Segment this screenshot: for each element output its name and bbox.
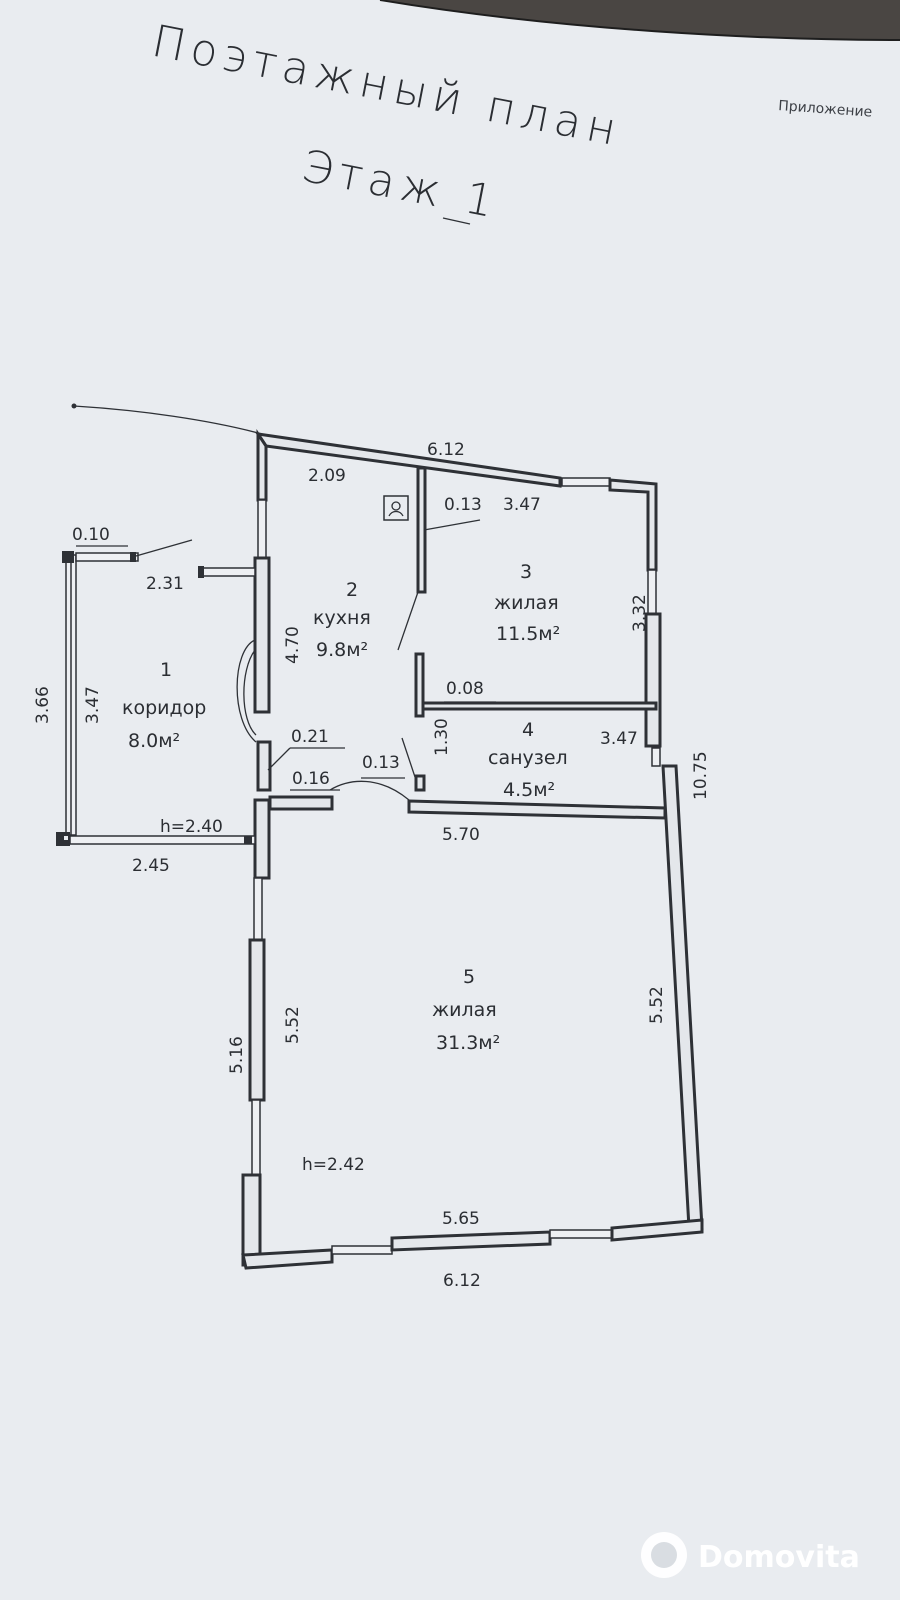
- north-leader: [73, 405, 263, 435]
- room-1-number: 1: [160, 659, 172, 681]
- room-3-name: жилая: [494, 592, 559, 614]
- dim-corridor-inner: 3.47: [83, 686, 103, 724]
- room-4-area: 4.5м²: [503, 779, 555, 801]
- dim-room3-right: 3.32: [630, 594, 650, 632]
- stove-icon: [383, 495, 409, 521]
- dim-partition-013: 0.13: [444, 495, 482, 515]
- dim-partition-008: 0.08: [446, 679, 484, 699]
- dim-wall-016: 0.16: [292, 769, 330, 789]
- dim-room5-left-outer: 5.16: [227, 1036, 247, 1074]
- dim-room5-height: h=2.42: [302, 1155, 365, 1175]
- room-3-area: 11.5м²: [496, 623, 560, 645]
- room-5-name: жилая: [432, 999, 497, 1021]
- room-2-name: кухня: [313, 607, 371, 629]
- dim-right-total: 10.75: [691, 751, 711, 800]
- dim-wall-013: 0.13: [362, 753, 400, 773]
- dimension-leaders: [76, 519, 496, 791]
- room-5-number: 5: [463, 966, 475, 988]
- dim-kitchen-left: 4.70: [283, 626, 303, 664]
- dim-corridor-bottom: 2.45: [132, 856, 170, 876]
- dim-corridor-010: 0.10: [72, 525, 110, 545]
- dim-bath-height: 1.30: [432, 718, 452, 756]
- corridor-annex: [56, 539, 256, 846]
- room-1-area: 8.0м²: [128, 730, 180, 752]
- dim-bath-right: 3.47: [600, 729, 638, 749]
- room-4-number: 4: [522, 719, 534, 741]
- dim-wall-021: 0.21: [291, 727, 329, 747]
- dim-corridor-height: h=2.40: [160, 817, 223, 837]
- room-2-area: 9.8м²: [316, 639, 368, 661]
- dim-room5-left-inner: 5.52: [283, 1006, 303, 1044]
- room-4-name: санузел: [488, 747, 568, 769]
- room-5-area: 31.3м²: [436, 1032, 500, 1054]
- room-2-number: 2: [346, 579, 358, 601]
- dim-corridor-outer: 3.66: [33, 686, 53, 724]
- table-edge: [380, 0, 900, 40]
- interior-walls: [236, 466, 667, 820]
- dim-room5-right: 5.52: [647, 986, 667, 1024]
- dim-room3-top: 3.47: [503, 495, 541, 515]
- dim-bottom-total: 6.12: [443, 1271, 481, 1291]
- room-3-number: 3: [520, 561, 532, 583]
- dim-corridor-top: 2.31: [146, 574, 184, 594]
- domovita-watermark: Domovita: [641, 1532, 860, 1578]
- house-walls: [241, 429, 704, 1270]
- dim-kitchen-top: 2.09: [308, 466, 346, 486]
- dim-room5-top: 5.70: [442, 825, 480, 845]
- dim-room5-bottom-inner: 5.65: [442, 1209, 480, 1229]
- appendix-label: Приложение: [778, 98, 873, 121]
- room-1-name: коридор: [122, 697, 206, 719]
- watermark-text: Domovita: [698, 1540, 860, 1575]
- floor-underline: [442, 217, 471, 225]
- dim-top-total: 6.12: [427, 440, 465, 460]
